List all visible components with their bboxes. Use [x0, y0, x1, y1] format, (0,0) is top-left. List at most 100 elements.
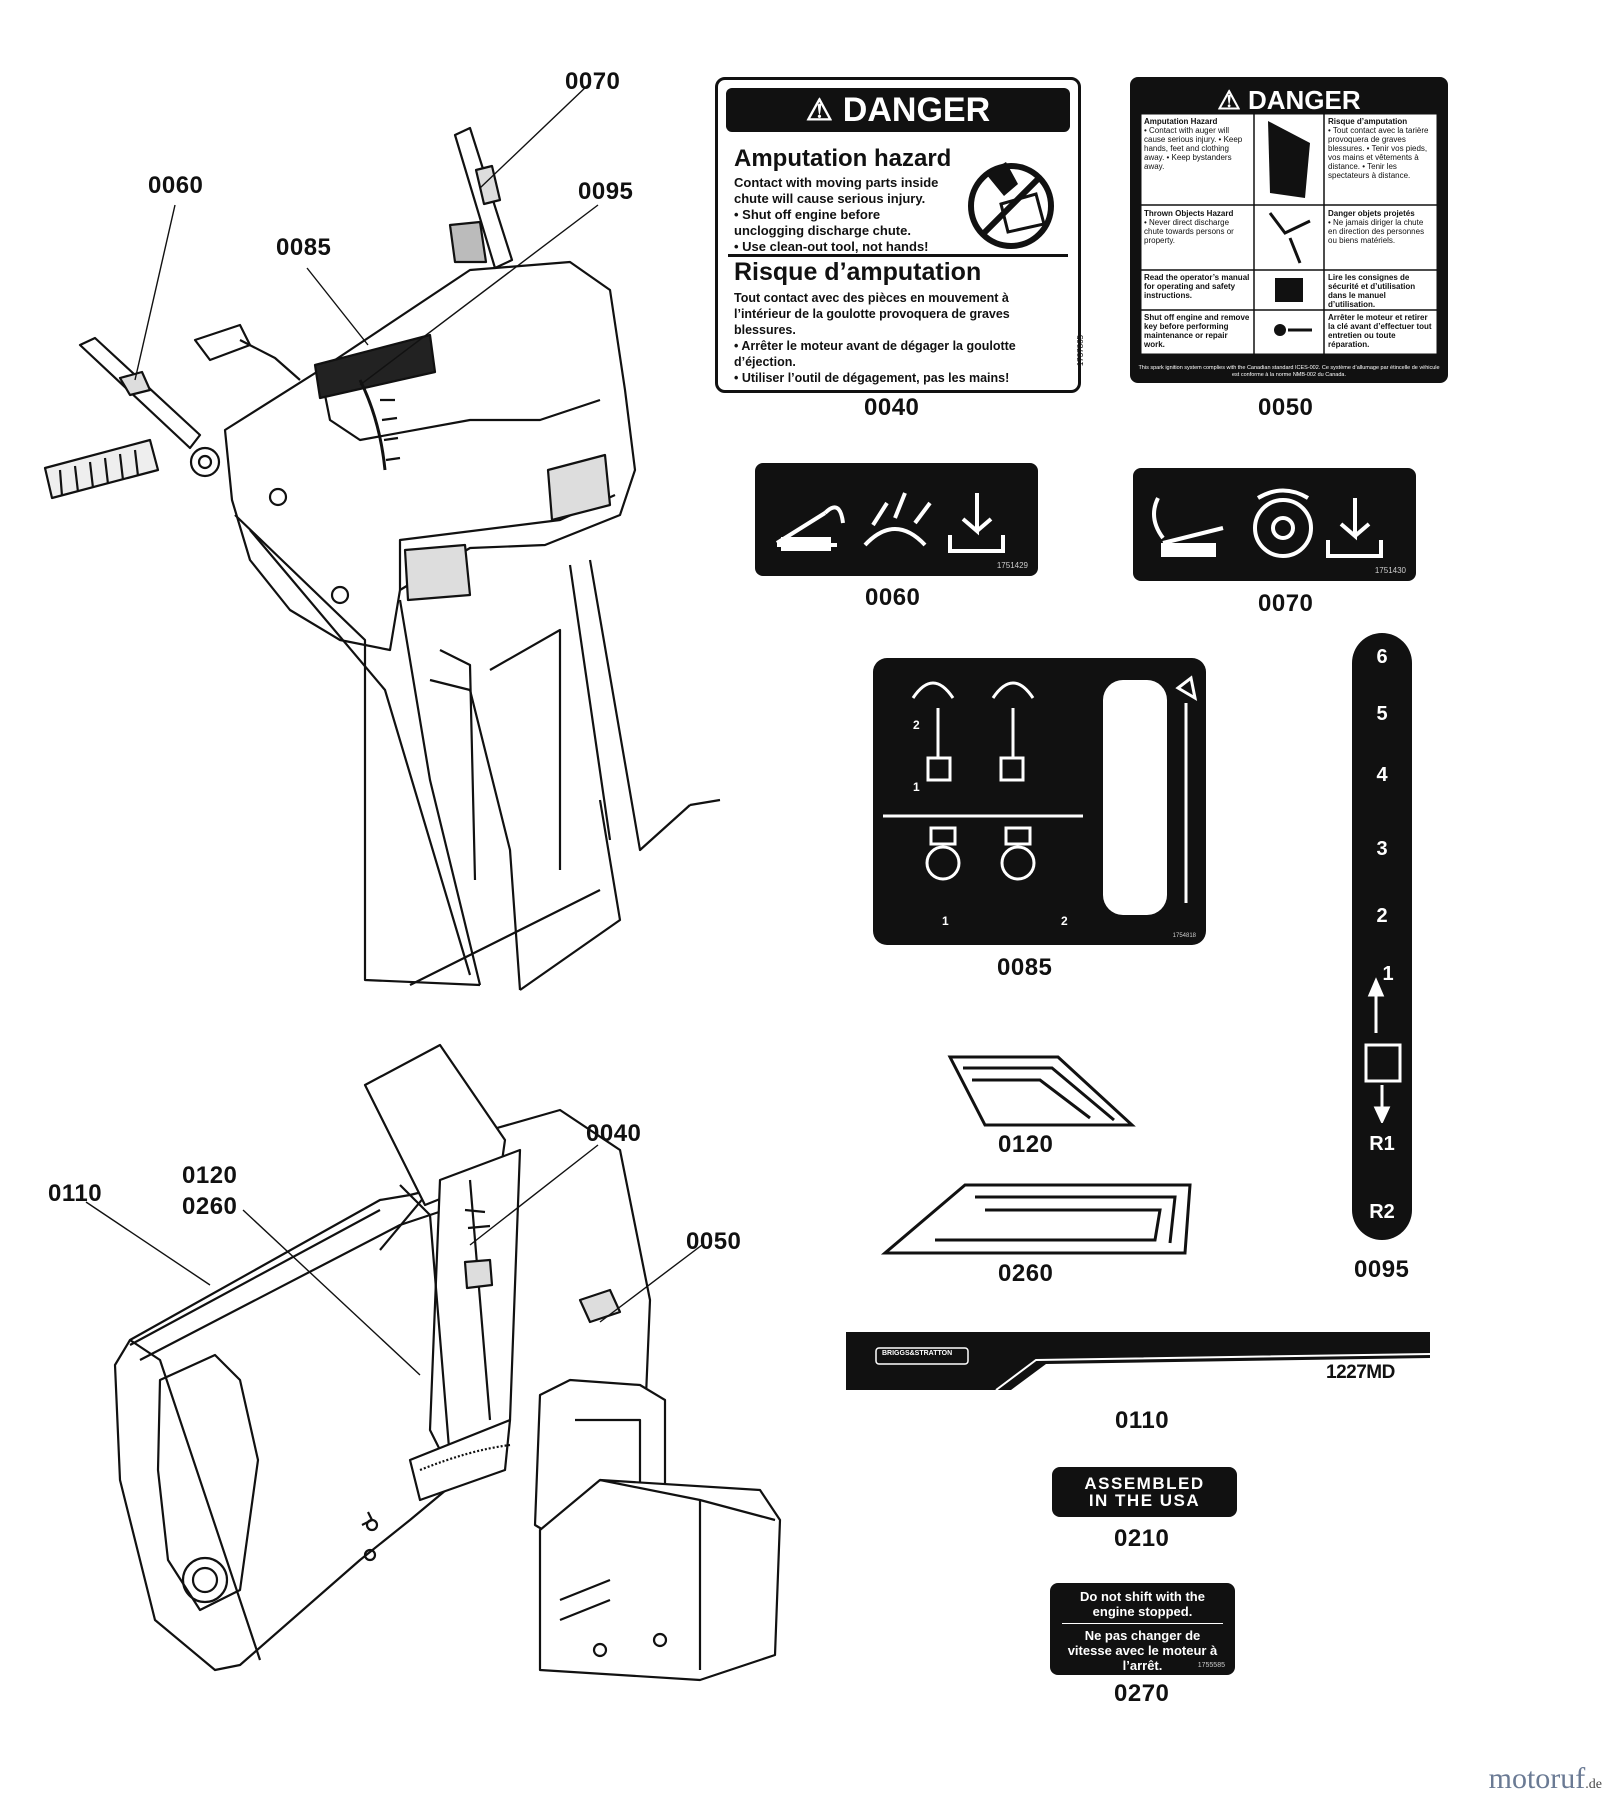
amputation-line: • Shut off engine before unclogging disc…	[734, 207, 911, 238]
manual-fr: Lire les consignes de sécurité et d’util…	[1328, 273, 1416, 309]
grid-lines	[1140, 113, 1438, 355]
separator	[728, 254, 1068, 257]
model-number: 1227MD	[1326, 1362, 1395, 1383]
amputation-text-fr: Tout contact avec des pièces en mouvemen…	[734, 290, 1069, 386]
decal-label-0120: 0120	[998, 1131, 1054, 1158]
decal-0095-speed-selector: 6 5 4 3 2 1 R1 R2	[1352, 633, 1412, 1240]
decal-label-0050: 0050	[1258, 394, 1314, 421]
amputation-line: Contact with moving parts inside chute w…	[734, 175, 939, 206]
decal-label-0070: 0070	[1258, 590, 1314, 617]
amputation-text: Contact with moving parts inside chute w…	[734, 175, 949, 255]
decal-label-0085: 0085	[997, 954, 1053, 981]
gear-5: 5	[1376, 703, 1388, 725]
decal-code: 1751430	[1374, 566, 1406, 575]
chute-window	[1103, 680, 1167, 915]
callout-0085: 0085	[276, 234, 332, 261]
callout-0260: 0260	[182, 1193, 238, 1220]
thrown-objects-icon	[1268, 212, 1311, 264]
danger-header: ⚠ DANGER	[726, 88, 1070, 132]
direction-arrows-icon	[1364, 977, 1402, 1123]
decal-code: 1737865	[1076, 335, 1085, 367]
watermark-tld: .de	[1585, 1777, 1602, 1792]
gear-2: 2	[1376, 905, 1388, 927]
shutoff-fr: Arrêter le moteur et retirer la clé avan…	[1328, 313, 1432, 349]
decal-0085-chute-control: 1 2 1 2 1754818	[873, 658, 1206, 945]
chute-control-pictograms	[883, 675, 1198, 915]
step-1-bottom: 1	[942, 914, 949, 928]
no-hands-chute-icon	[968, 162, 1054, 249]
decal-label-0270: 0270	[1114, 1680, 1170, 1707]
manual-en: Read the operator’s manual for operating…	[1144, 273, 1250, 300]
danger-label: DANGER	[842, 90, 991, 129]
decal-0260-shape	[880, 1183, 1192, 1255]
decal-label-0260: 0260	[998, 1260, 1054, 1287]
ices-compliance-note: This spark ignition system complies with…	[1138, 365, 1440, 378]
step-2: 2	[913, 718, 920, 732]
gear-6: 6	[1376, 646, 1388, 668]
drive-engage-pictograms	[1152, 488, 1383, 558]
decal-label-0040: 0040	[864, 394, 920, 421]
decal-label-0210: 0210	[1114, 1525, 1170, 1552]
amputation-line-fr: • Utiliser l’outil de dégagement, pas le…	[734, 371, 1010, 385]
gear-4: 4	[1376, 764, 1388, 786]
callout-0110: 0110	[48, 1180, 103, 1207]
no-shift-en: Do not shift with the engine stopped.	[1080, 1589, 1205, 1619]
amp-en: Amputation Hazard • Contact with auger w…	[1144, 117, 1243, 171]
watermark-name: motoruf	[1488, 1762, 1586, 1795]
brand-logo-frame	[875, 1347, 969, 1365]
assembled-line-1: ASSEMBLED	[1084, 1474, 1205, 1493]
step-2-bottom: 2	[1061, 914, 1068, 928]
assembled-line-2: IN THE USA	[1088, 1491, 1201, 1510]
thrown-fr: Danger objets projetés • Ne jamais dirig…	[1328, 209, 1425, 245]
decal-label-0060: 0060	[865, 584, 921, 611]
upper-machine-drawing	[43, 126, 721, 991]
auger-hazard-icon	[1268, 121, 1310, 198]
shutoff-en: Shut off engine and remove key before pe…	[1144, 313, 1250, 349]
amp-fr: Risque d’amputation • Tout contact avec …	[1328, 117, 1429, 180]
decal-label-0095: 0095	[1354, 1256, 1410, 1283]
leader-lines	[85, 84, 703, 1376]
danger-label: DANGER	[1247, 85, 1361, 115]
decal-0210-assembled-usa: ASSEMBLED IN THE USA	[1052, 1467, 1237, 1517]
gear-3: 3	[1376, 838, 1388, 860]
step-1: 1	[913, 780, 920, 794]
warning-triangle-icon: ⚠	[805, 93, 833, 127]
watermark: motoruf.de	[1489, 1762, 1602, 1796]
amputation-line-fr: Tout contact avec des pièces en mouvemen…	[734, 291, 1010, 337]
amputation-title: Amputation hazard	[734, 145, 952, 172]
manual-icon	[1275, 278, 1303, 302]
danger-header: ⚠ DANGER	[1217, 85, 1361, 115]
decal-0040-amputation: ⚠ DANGER Amputation hazard Contact with …	[715, 77, 1085, 393]
stripe-graphic	[875, 1347, 1430, 1390]
brand-logo: BRIGGS&STRATTON	[882, 1350, 953, 1357]
gear-R2: R2	[1369, 1201, 1395, 1223]
decal-label-0110: 0110	[1115, 1407, 1170, 1434]
decal-0120-shape	[947, 1055, 1136, 1127]
no-shift-fr: Ne pas changer de vitesse avec le moteur…	[1067, 1628, 1218, 1673]
callout-0040: 0040	[586, 1120, 642, 1147]
separator	[1062, 1623, 1223, 1624]
gear-1: 1	[1382, 963, 1394, 985]
decal-0110-side-stripe: BRIGGS&STRATTON 1227MD	[846, 1332, 1430, 1390]
auger-engage-pictograms	[775, 492, 1005, 553]
decal-code: 1755585	[1197, 1662, 1225, 1669]
decal-0270-no-shift: Do not shift with the engine stopped. Ne…	[1050, 1583, 1235, 1675]
decal-0060-auger-control: 1751429	[755, 463, 1038, 576]
amputation-line-fr: • Arrêter le moteur avant de dégager la …	[734, 339, 1016, 369]
thrown-en: Thrown Objects Hazard • Never direct dis…	[1144, 209, 1234, 245]
callout-0095: 0095	[578, 178, 634, 205]
amputation-line: • Use clean-out tool, not hands!	[734, 239, 929, 254]
callout-0120: 0120	[182, 1162, 238, 1189]
decal-code: 1751429	[996, 561, 1028, 570]
callout-0070: 0070	[565, 68, 621, 95]
lower-machine-drawing	[113, 1043, 782, 1682]
decal-0070-drive-control: 1751430	[1133, 468, 1416, 581]
key-icon	[1274, 324, 1286, 336]
hazard-grid: Amputation Hazard • Contact with auger w…	[1140, 113, 1438, 355]
gear-R1: R1	[1369, 1133, 1395, 1155]
decal-code: 1754818	[1172, 933, 1196, 939]
amputation-title-fr: Risque d’amputation	[734, 258, 982, 286]
callout-0050: 0050	[686, 1228, 742, 1255]
